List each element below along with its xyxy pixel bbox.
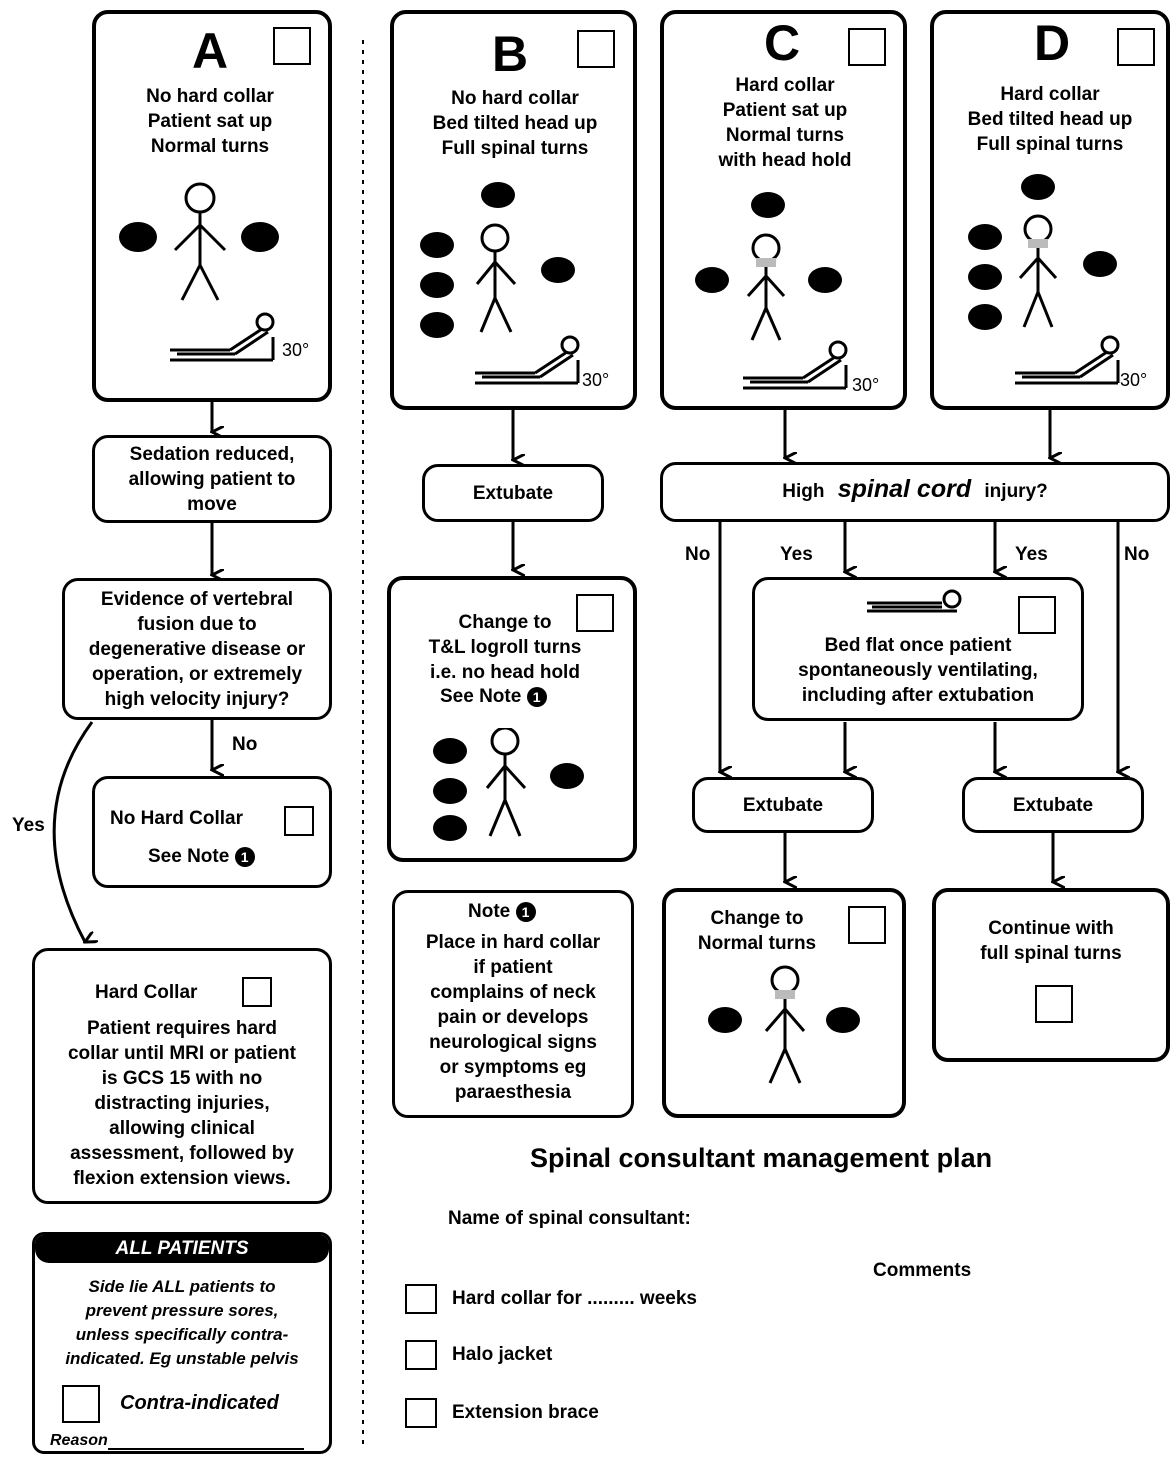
contra-indicated-label: Contra-indicated: [120, 1392, 279, 1414]
hard-collar-weeks-checkbox[interactable]: [405, 1284, 437, 1314]
column-d-letter: D: [1033, 15, 1071, 71]
no-hard-collar-box: [92, 776, 332, 888]
column-d-angle: 30°: [1120, 370, 1148, 390]
comments-label: Comments: [873, 1260, 972, 1281]
change-logroll-figure-icon: [433, 728, 584, 841]
bed-flat-text: Bed flat once patient spontaneously vent…: [798, 635, 1038, 706]
bed-flat-icon: [867, 589, 962, 613]
see-note-text: See Note: [148, 846, 230, 867]
halo-jacket-label: Halo jacket: [452, 1344, 553, 1365]
no-hard-collar-checkbox[interactable]: [284, 806, 314, 836]
flow-a-yes-label: Yes: [12, 815, 45, 836]
reason-text: Reason: [50, 1432, 108, 1449]
reason-label: Reason: [50, 1432, 304, 1450]
change-normal-text: Change to Normal turns: [697, 908, 817, 954]
column-a-letter: A: [191, 23, 229, 79]
extubate-c-text: Extubate: [742, 795, 824, 816]
sedation-box: [92, 435, 332, 523]
extubate-c-box: [692, 777, 874, 833]
question-pre: High: [782, 481, 825, 502]
hard-collar-checkbox[interactable]: [242, 977, 272, 1007]
note-one-icon: 1: [515, 901, 536, 922]
extension-brace-label: Extension brace: [452, 1402, 599, 1423]
branch-yes-right: Yes: [1015, 544, 1048, 565]
column-b-checkbox[interactable]: [577, 30, 615, 68]
column-c-angle: 30°: [852, 375, 880, 395]
change-normal-checkbox[interactable]: [848, 906, 886, 944]
continue-full-text: Continue with full spinal turns: [980, 918, 1122, 964]
column-b-figure-icon: [420, 182, 575, 338]
hard-collar-text: Patient requires hard collar until MRI o…: [67, 1018, 296, 1189]
note-one-icon: 1: [234, 846, 255, 867]
column-c-checkbox[interactable]: [848, 28, 886, 66]
sedation-text: Sedation reduced, allowing patient to mo…: [128, 444, 296, 515]
halo-jacket-checkbox[interactable]: [405, 1340, 437, 1370]
change-logroll-text: Change to T&L logroll turns i.e. no head…: [428, 612, 582, 683]
note-title: Note 1: [468, 901, 536, 923]
column-c-figure-icon: [695, 192, 842, 341]
column-a-bed-icon: [170, 312, 275, 362]
branch-no-left: No: [685, 544, 711, 565]
extension-brace-checkbox[interactable]: [405, 1398, 437, 1428]
spinal-cord-question-box: [660, 462, 1170, 522]
column-a-figure-icon: [119, 182, 279, 301]
column-d-figure-icon: [968, 174, 1117, 330]
extubate-d-text: Extubate: [1012, 795, 1094, 816]
continue-full-checkbox[interactable]: [1035, 985, 1073, 1023]
column-c-bed-icon: [743, 340, 848, 390]
column-b-bed-icon: [475, 335, 580, 385]
note-title-text: Note: [468, 901, 511, 922]
column-d-bed-icon: [1015, 335, 1120, 385]
no-hard-collar-note: See Note 1: [148, 846, 255, 868]
evidence-box: [62, 578, 332, 720]
column-c-description: Hard collar Patient sat up Normal turns …: [718, 75, 852, 171]
question-emphasis: spinal cord: [837, 475, 972, 503]
extubate-d-box: [962, 777, 1144, 833]
extubate-b-box: [422, 464, 604, 522]
all-patients-text: Side lie ALL patients to prevent pressur…: [65, 1277, 299, 1368]
consultant-name-label: Name of spinal consultant:: [448, 1208, 691, 1229]
column-b-angle: 30°: [582, 370, 610, 390]
note-one-icon: 1: [526, 686, 547, 707]
change-logroll-note: See Note 1: [440, 686, 547, 708]
note-box: [392, 890, 634, 1118]
hard-collar-weeks-label: Hard collar for ......... weeks: [452, 1288, 697, 1309]
column-c-letter: C: [763, 15, 801, 71]
column-d-checkbox[interactable]: [1117, 28, 1155, 66]
column-a-angle: 30°: [282, 340, 310, 360]
extubate-b-text: Extubate: [472, 483, 554, 504]
all-patients-header: ALL PATIENTS: [35, 1235, 329, 1263]
note-text: Place in hard collar if patient complain…: [425, 932, 601, 1103]
continue-full-box: [932, 888, 1170, 1062]
spinal-cord-question: High spinal cord injury?: [660, 475, 1170, 504]
bed-flat-checkbox[interactable]: [1018, 596, 1056, 634]
consultant-title: Spinal consultant management plan: [530, 1143, 993, 1173]
column-d-box: [930, 10, 1170, 410]
hard-collar-title: Hard Collar: [95, 982, 198, 1003]
evidence-text: Evidence of vertebral fusion due to dege…: [88, 589, 306, 710]
question-post: injury?: [984, 481, 1048, 502]
branch-yes-left: Yes: [780, 544, 813, 565]
change-normal-figure-icon: [708, 965, 860, 1084]
change-logroll-see-note: See Note: [440, 686, 522, 707]
column-b-letter: B: [491, 26, 529, 82]
hard-collar-box: [32, 948, 332, 1204]
column-a-description: No hard collar Patient sat up Normal tur…: [146, 86, 274, 157]
reason-field[interactable]: [107, 1434, 304, 1450]
column-b-box: [390, 10, 637, 410]
column-a-checkbox[interactable]: [273, 27, 311, 65]
column-d-description: Hard collar Bed tilted head up Full spin…: [967, 84, 1133, 155]
flow-a-no-label: No: [232, 734, 258, 755]
change-logroll-checkbox[interactable]: [576, 594, 614, 632]
column-b-description: No hard collar Bed tilted head up Full s…: [432, 88, 598, 159]
branch-no-right: No: [1124, 544, 1150, 565]
no-hard-collar-title: No Hard Collar: [110, 808, 244, 829]
contra-indicated-checkbox[interactable]: [62, 1385, 100, 1423]
